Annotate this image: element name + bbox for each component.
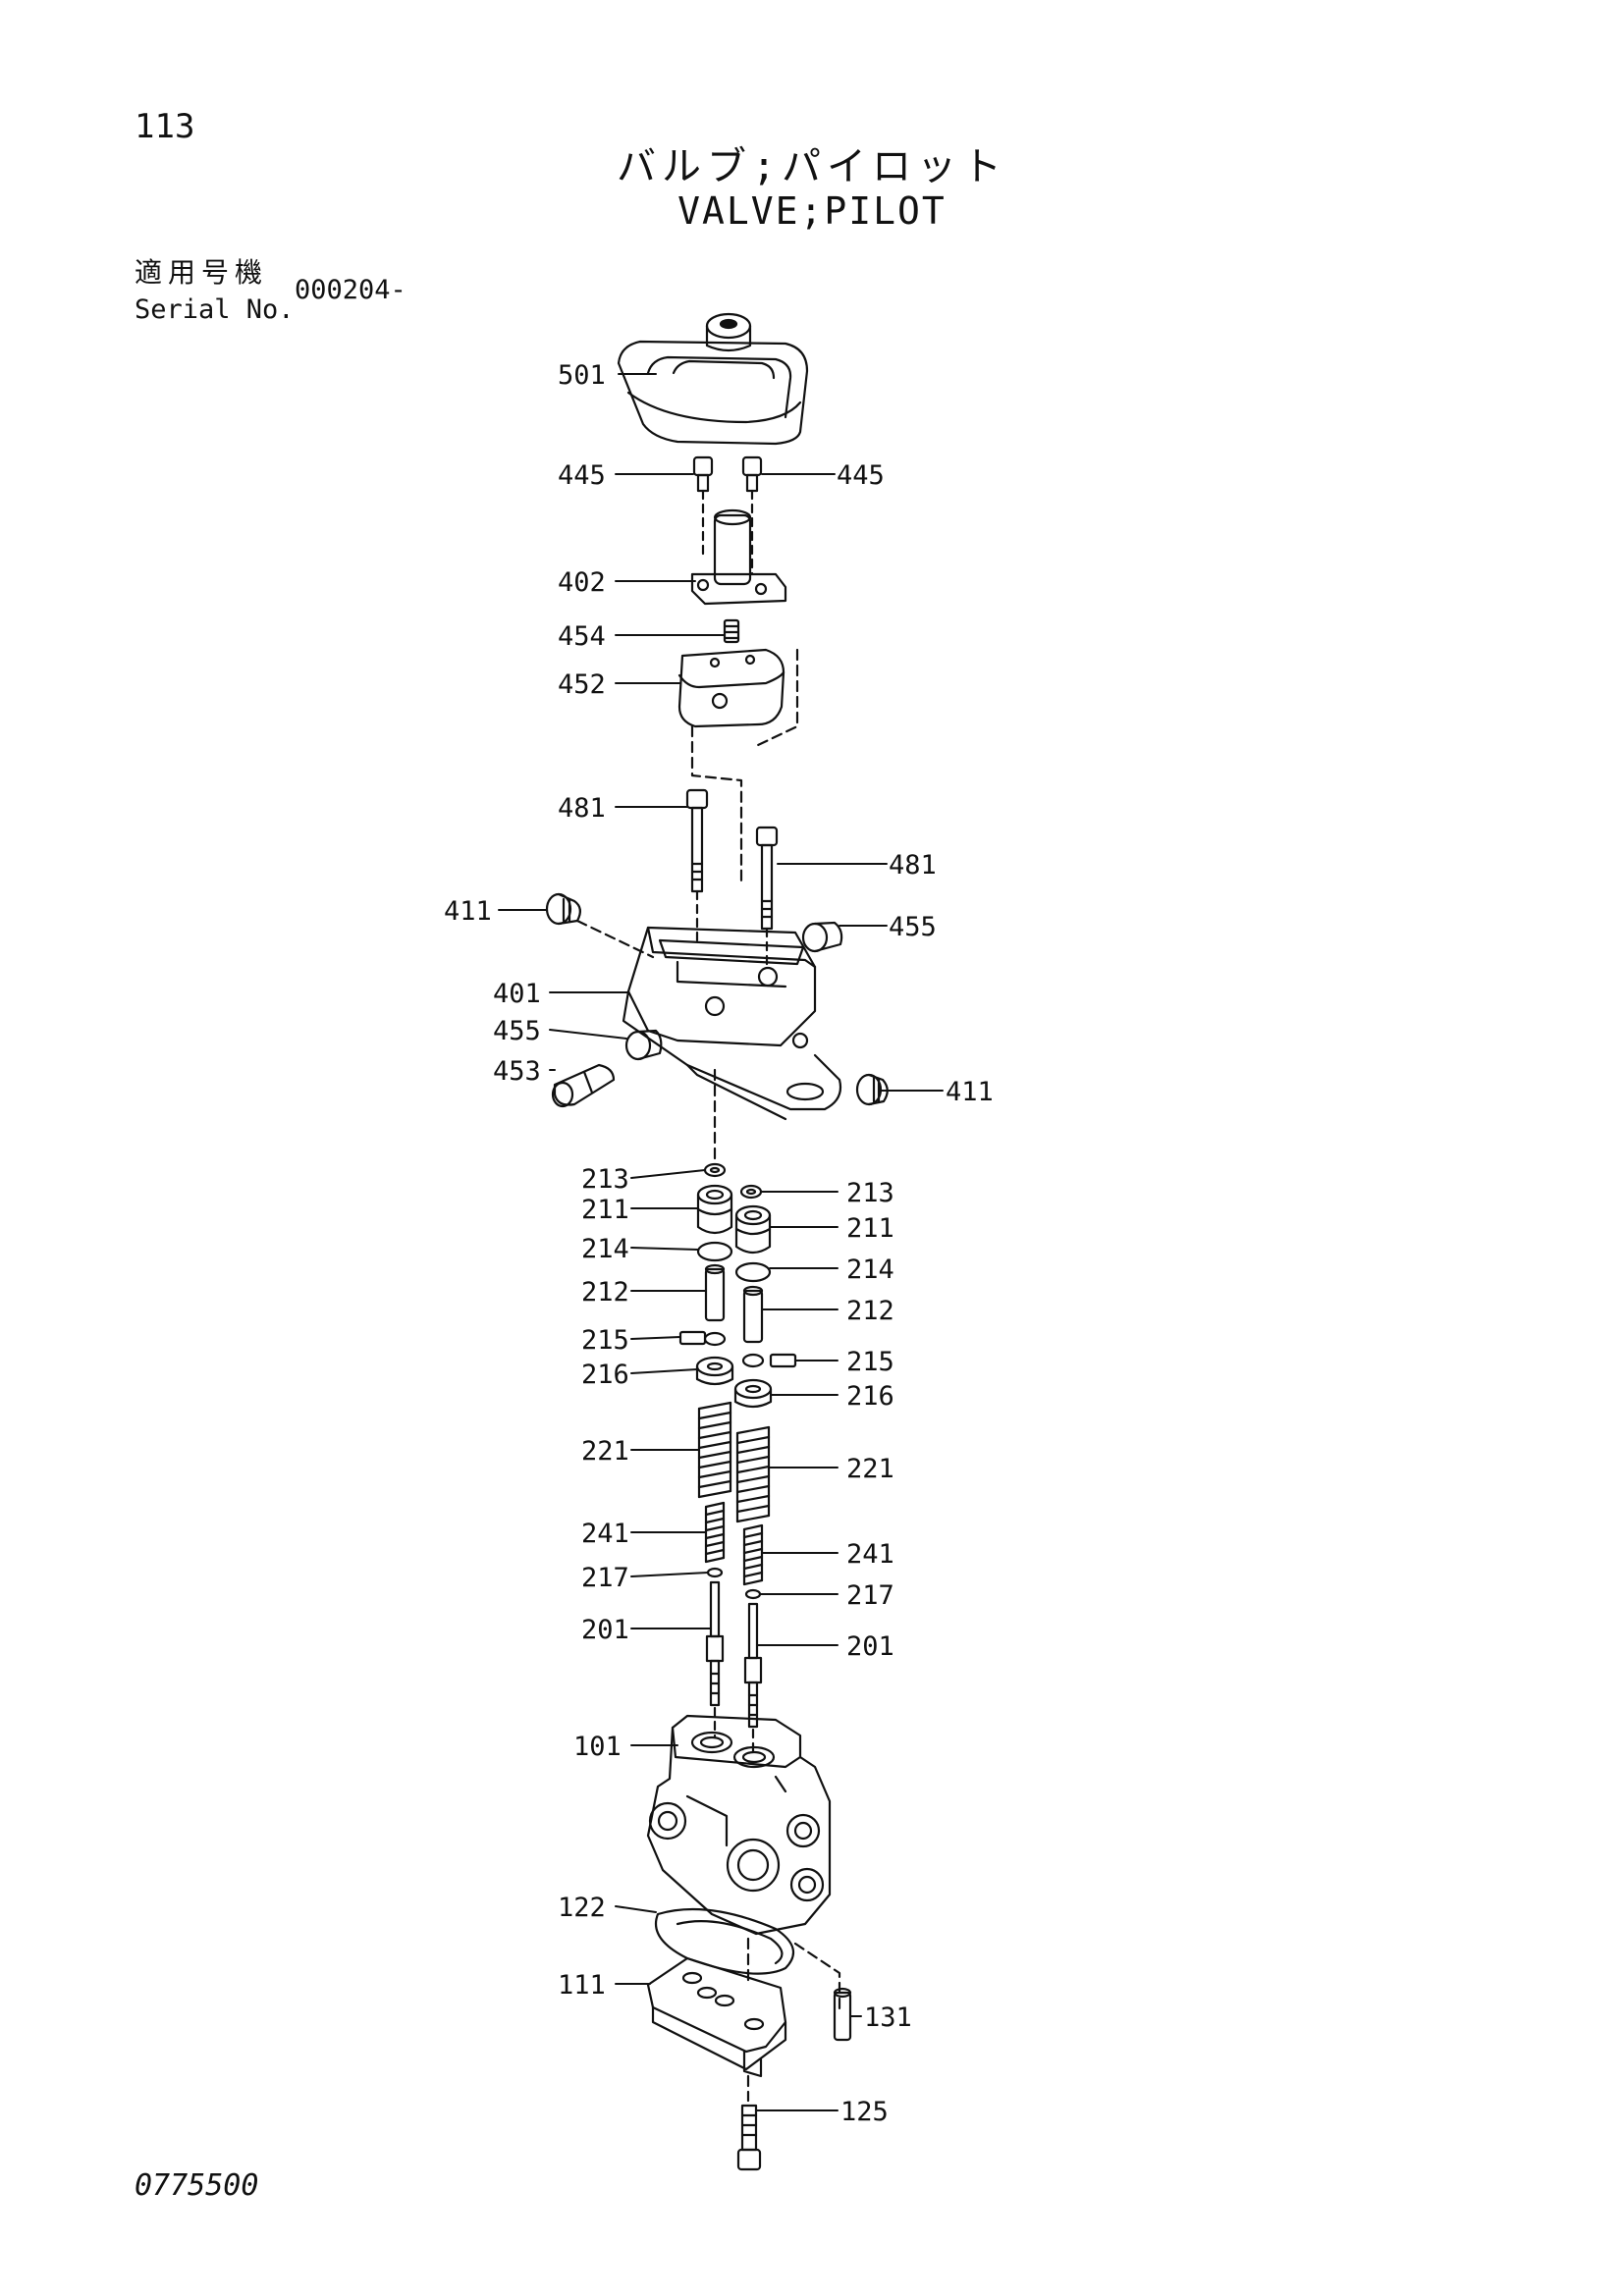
part-111-cover bbox=[646, 1956, 787, 2078]
callout-241-left: 241 bbox=[581, 1519, 629, 1549]
part-221-springs bbox=[697, 1401, 771, 1523]
page-number: 113 bbox=[135, 107, 195, 146]
part-211-plugs bbox=[696, 1184, 772, 1255]
part-201-spools bbox=[705, 1580, 763, 1729]
callout-213-left: 213 bbox=[581, 1164, 629, 1195]
part-101-valve-body bbox=[646, 1714, 832, 1936]
part-411-plugs bbox=[545, 892, 889, 1106]
part-215-pins bbox=[678, 1330, 797, 1368]
callout-481-left: 481 bbox=[558, 793, 606, 824]
callout-215-right: 215 bbox=[846, 1347, 894, 1377]
callout-211-right: 211 bbox=[846, 1213, 894, 1244]
callout-241-right: 241 bbox=[846, 1539, 894, 1570]
serial-label-japanese: 適用号機 bbox=[135, 256, 269, 289]
callout-445-right: 445 bbox=[837, 460, 885, 491]
part-401-casing bbox=[622, 926, 842, 1121]
part-214-o-rings bbox=[696, 1241, 772, 1283]
callout-215-left: 215 bbox=[581, 1325, 629, 1356]
callout-455-left: 455 bbox=[493, 1016, 541, 1046]
callout-131: 131 bbox=[864, 2002, 912, 2033]
callout-201-left: 201 bbox=[581, 1615, 629, 1645]
callout-221-right: 221 bbox=[846, 1454, 894, 1484]
part-131-pin bbox=[833, 1987, 852, 2042]
callout-125: 125 bbox=[840, 2097, 889, 2127]
title-english: VALVE;PILOT bbox=[677, 189, 947, 233]
leader-lines bbox=[498, 373, 944, 2111]
part-216-spring-seats bbox=[695, 1356, 773, 1409]
title-japanese: バルブ;パイロット bbox=[616, 144, 1008, 189]
callout-labels: 501 445 445 402 454 452 481 481 411 455 … bbox=[444, 360, 994, 2127]
part-213-washers bbox=[703, 1162, 763, 1200]
part-125-bolt bbox=[736, 2104, 762, 2171]
part-241-inner-springs bbox=[704, 1501, 764, 1586]
part-452-block bbox=[677, 648, 799, 885]
callout-402: 402 bbox=[558, 567, 606, 598]
callout-212-right: 212 bbox=[846, 1296, 894, 1326]
callout-214-right: 214 bbox=[846, 1255, 894, 1285]
part-453-pin bbox=[551, 1063, 616, 1108]
callout-221-left: 221 bbox=[581, 1436, 629, 1467]
part-454-set-screw bbox=[723, 618, 740, 644]
callout-111: 111 bbox=[558, 1970, 606, 2001]
serial-label-english: Serial No. bbox=[135, 294, 295, 325]
part-122-o-ring bbox=[654, 1907, 795, 1975]
callout-214-left: 214 bbox=[581, 1234, 629, 1264]
callout-216-right: 216 bbox=[846, 1381, 894, 1412]
callout-401: 401 bbox=[493, 979, 541, 1009]
callout-452: 452 bbox=[558, 669, 606, 700]
callout-411-right: 411 bbox=[946, 1077, 994, 1107]
callout-411-left: 411 bbox=[444, 896, 492, 927]
callout-101: 101 bbox=[573, 1732, 622, 1762]
callout-217-right: 217 bbox=[846, 1580, 894, 1611]
document-code: 0775500 bbox=[135, 2168, 259, 2203]
part-212-push-rods bbox=[704, 1263, 764, 1344]
callout-501: 501 bbox=[558, 360, 606, 391]
callout-216-left: 216 bbox=[581, 1360, 629, 1390]
callout-211-left: 211 bbox=[581, 1195, 629, 1225]
part-501-boot bbox=[617, 312, 809, 446]
callout-455-right: 455 bbox=[889, 912, 937, 942]
part-445-screws bbox=[692, 455, 763, 493]
callout-201-right: 201 bbox=[846, 1631, 894, 1662]
callout-212-left: 212 bbox=[581, 1277, 629, 1308]
part-481-bolts bbox=[685, 788, 779, 931]
callout-481-right: 481 bbox=[889, 850, 937, 881]
callout-122: 122 bbox=[558, 1893, 606, 1923]
serial-number-value: 000204- bbox=[295, 275, 406, 305]
callout-213-right: 213 bbox=[846, 1178, 894, 1208]
callout-453: 453 bbox=[493, 1056, 541, 1087]
callout-445-left: 445 bbox=[558, 460, 606, 491]
callout-217-left: 217 bbox=[581, 1563, 629, 1593]
callout-454: 454 bbox=[558, 621, 606, 652]
part-402-bracket bbox=[690, 508, 787, 606]
